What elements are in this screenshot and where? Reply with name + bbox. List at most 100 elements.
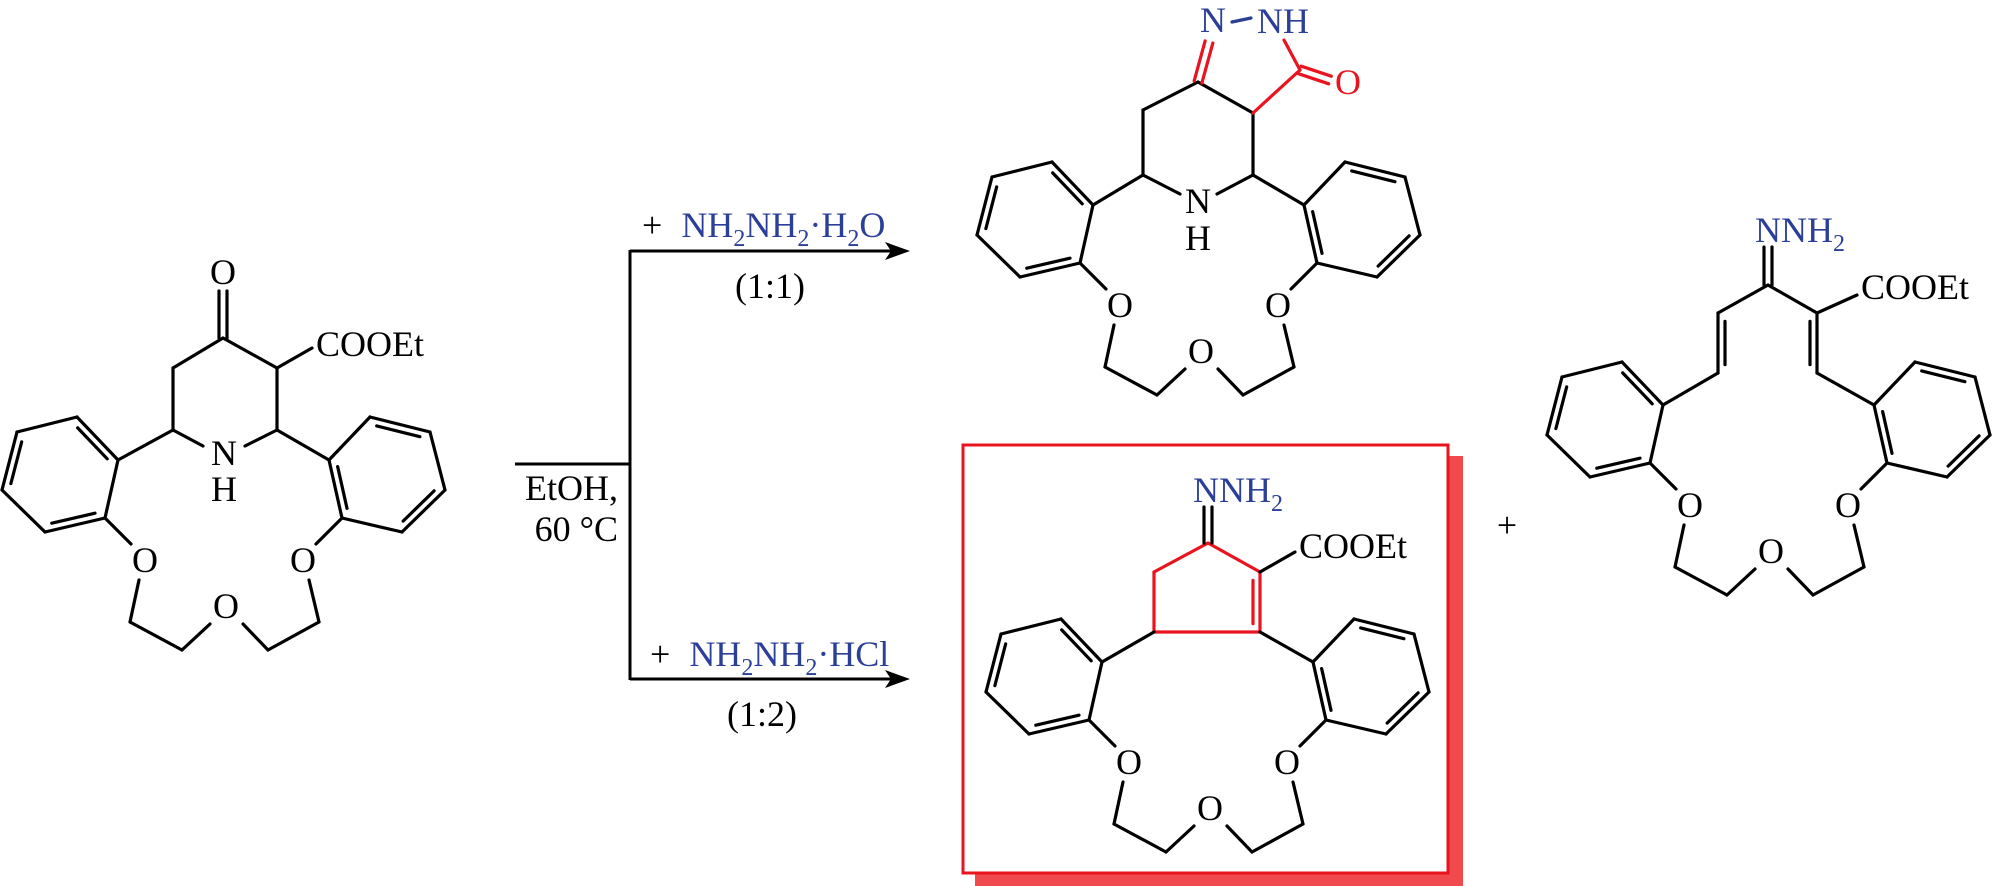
reagent-top-subscript: 2 bbox=[847, 226, 859, 252]
open-aryl-bond bbox=[1815, 371, 1876, 407]
reagent-bottom-plus: + bbox=[650, 634, 670, 674]
reagent-top-part: NH bbox=[745, 205, 797, 245]
reagent-bottom: + NH2NH2·HCl bbox=[650, 634, 889, 681]
boxed-aryl-ether-bond bbox=[1298, 718, 1328, 748]
pyrazolone-ether-oxygen-right: O bbox=[1265, 285, 1291, 325]
boxed-right-benzene-double-bond bbox=[1384, 690, 1431, 736]
reactant-right-benzene-double-bond bbox=[400, 488, 447, 534]
open-hydrazone-text: NNH bbox=[1755, 210, 1833, 250]
reactant-piperidine-bond bbox=[221, 336, 279, 370]
pyrazolone-piperidine-bond bbox=[1141, 80, 1200, 112]
pyrazolone-right-benzene-double-bond-inner bbox=[1311, 209, 1324, 255]
reactant-left-benzene-double-bond bbox=[75, 415, 120, 462]
reactant-right-benzene-double-bond bbox=[327, 458, 344, 520]
boxed-ether-chain-bond bbox=[1291, 780, 1305, 826]
reagent-top-subscript: 2 bbox=[797, 226, 809, 252]
boxed-aryl-bond bbox=[1100, 630, 1156, 664]
reactant-right-benzene-double-bond-inner bbox=[375, 424, 422, 439]
open-right-benzene-bond bbox=[1872, 360, 1917, 407]
pyrazolone-left-benzene-double-bond-inner bbox=[984, 185, 999, 231]
open-right-benzene-bond bbox=[1973, 375, 1992, 437]
reactant-aryl-bond bbox=[275, 428, 331, 462]
boxed-left-benzene-bond bbox=[999, 617, 1063, 636]
boxed-left-benzene-double-bond-inner bbox=[1060, 628, 1093, 663]
open-left-benzene-bond bbox=[1545, 433, 1592, 479]
pyrazolone-n1: N bbox=[1200, 0, 1226, 40]
pyrazolone-left-benzene-double-bond bbox=[1050, 160, 1095, 207]
reactant-aryl-bond bbox=[116, 428, 175, 462]
boxed-left-benzene-bond bbox=[984, 690, 1031, 736]
boxed-right-benzene-bond bbox=[1412, 632, 1431, 694]
reagent-bottom-part: NH bbox=[753, 634, 805, 674]
open-right-benzene-double-bond bbox=[1872, 403, 1889, 465]
boxed-ether-oxygen-middle: O bbox=[1197, 788, 1223, 828]
boxed-ether-chain-bond bbox=[1250, 822, 1305, 854]
pyrazolone-aryl-ether-bond bbox=[1289, 261, 1319, 291]
reactant-right-benzene-bond bbox=[428, 430, 447, 492]
open-right-benzene-double-bond bbox=[1945, 433, 1992, 479]
pyrazolone-ring-nitrogen: N bbox=[1185, 181, 1211, 221]
boxed-left-benzene-double-bond-inner bbox=[1034, 713, 1081, 727]
pyrazolone-right-benzene-double-bond-inner bbox=[1376, 234, 1411, 268]
pyrazolone-ether-chain-bond bbox=[1282, 323, 1296, 369]
pyrazolone-nh: NH bbox=[1257, 1, 1309, 41]
pyrazolone-c-n-double-bond-second bbox=[1192, 39, 1207, 83]
arrow-top-head bbox=[885, 242, 910, 260]
open-ether-chain-bond bbox=[1673, 523, 1686, 569]
boxed-ether-oxygen-right: O bbox=[1274, 742, 1300, 782]
reagent-bottom-part: ·HCl bbox=[817, 634, 889, 674]
open-right-benzene-double-bond bbox=[1913, 360, 1977, 379]
boxed-ester-label: COOEt bbox=[1299, 526, 1407, 566]
reactant-ether-oxygen-middle: O bbox=[213, 586, 239, 626]
boxed-ester-bond bbox=[1258, 550, 1297, 574]
pyrazolone-left-benzene-bond bbox=[1078, 203, 1095, 265]
pyrazolone-left-benzene-bond bbox=[975, 233, 1022, 279]
ratio-top: (1:1) bbox=[735, 266, 805, 306]
open-left-benzene-double-bond bbox=[1620, 360, 1665, 407]
reactant-piperidine-bond bbox=[171, 428, 205, 448]
pyrazolone-piperidine-bond bbox=[1141, 173, 1182, 196]
open-right-benzene-bond bbox=[1885, 461, 1949, 479]
reaction-arrows bbox=[515, 249, 895, 681]
ratio-bottom: (1:2) bbox=[727, 694, 797, 734]
pyrazolone-ether-chain-bond bbox=[1155, 367, 1187, 397]
pyrazolone-ether-chain-bond bbox=[1103, 323, 1116, 369]
reactant-left-benzene-double-bond bbox=[0, 430, 19, 492]
reagent-top-part: NH bbox=[681, 205, 733, 245]
open-left-benzene-bond bbox=[1648, 403, 1665, 465]
boxed-hydrazone-text: NNH bbox=[1193, 470, 1271, 510]
boxed-left-benzene-double-bond bbox=[1027, 718, 1091, 736]
reactant-right-benzene-double-bond bbox=[368, 415, 432, 434]
open-ether-chain-bond bbox=[1786, 567, 1815, 597]
open-aryl-bond bbox=[1661, 371, 1720, 407]
boxed-right-benzene-bond bbox=[1311, 617, 1356, 664]
boxed-right-benzene-double-bond bbox=[1352, 617, 1416, 636]
pyrazolone-left-benzene-double-bond bbox=[1018, 261, 1082, 279]
open-aryl-ether-bond bbox=[1648, 461, 1678, 491]
reactant-ether-chain-bond bbox=[180, 622, 212, 652]
reactant-right-benzene-bond bbox=[340, 516, 404, 534]
pyrazolone-left-benzene-double-bond bbox=[975, 175, 994, 237]
reactant-ring-hydrogen: H bbox=[211, 469, 237, 509]
boxed-left-benzene-double-bond bbox=[984, 632, 1003, 694]
pyrazolone-left-benzene-bond bbox=[990, 160, 1054, 179]
open-left-benzene-double-bond-inner bbox=[1595, 456, 1642, 470]
pyrazolone-carbonyl-double-bond bbox=[1297, 72, 1331, 86]
reagent-top-plus: + bbox=[642, 205, 662, 245]
open-right-benzene-double-bond-inner bbox=[1946, 434, 1981, 468]
pyrazolone-right-benzene-bond bbox=[1302, 160, 1347, 207]
reactant-piperidine-bond bbox=[243, 428, 279, 448]
reactant-ether-chain-bond bbox=[128, 620, 184, 652]
boxed-ether-oxygen-left: O bbox=[1116, 742, 1142, 782]
highlight-box-frame bbox=[961, 443, 1450, 875]
pyrazolone-ether-chain-bond bbox=[1103, 365, 1159, 397]
reactant-ring-nitrogen: N bbox=[211, 433, 237, 473]
open-left-benzene-double-bond bbox=[1588, 461, 1652, 479]
boxed-right-benzene-double-bond-inner bbox=[1320, 666, 1333, 712]
pyrazolone-right-benzene-double-bond bbox=[1302, 203, 1319, 265]
pyrazolone-ether-oxygen-left: O bbox=[1107, 285, 1133, 325]
open-right-benzene-double-bond-inner bbox=[1881, 409, 1894, 455]
reactant-ether-chain-bond bbox=[241, 622, 270, 652]
